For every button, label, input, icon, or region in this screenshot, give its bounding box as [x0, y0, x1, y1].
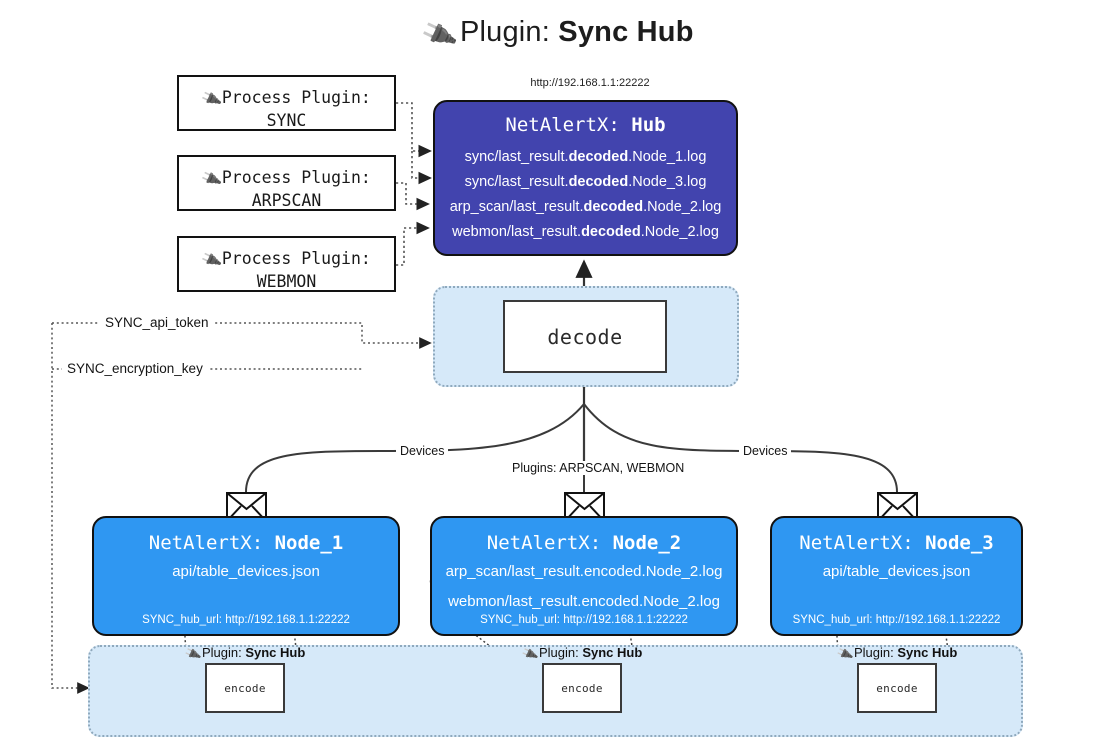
process-plugin-line1: 🔌Process Plugin:: [179, 247, 394, 272]
sync-api-token-label: SYNC_api_token: [100, 315, 214, 330]
encode-box-node-3[interactable]: encode: [857, 663, 937, 713]
edge-label-right-devices: Devices: [739, 444, 792, 458]
encoder-caption: 🔌Plugin: Sync Hub: [835, 644, 958, 664]
hub-node[interactable]: NetAlertX: Hub sync/last_result.decoded.…: [433, 100, 738, 256]
process-plugin-line2: WEBMON: [256, 272, 317, 292]
hub-title: NetAlertX: Hub: [505, 114, 666, 136]
process-plugin-line1: 🔌Process Plugin:: [179, 86, 394, 111]
encode-box-node-2[interactable]: encode: [542, 663, 622, 713]
node-title: NetAlertX: Node_2: [486, 532, 682, 554]
node-title: NetAlertX: Node_3: [799, 532, 994, 554]
node-footer: SYNC_hub_url: http://192.168.1.1:22222: [142, 614, 350, 626]
edge-label-center-plugins: Plugins: ARPSCAN, WEBMON: [508, 461, 689, 475]
plug-icon: 🔌: [419, 14, 460, 54]
process-plugin-line2: SYNC: [266, 111, 307, 131]
process-plugin-box-webmon[interactable]: 🔌Process Plugin: WEBMON: [177, 236, 396, 292]
hub-log-line: sync/last_result.decoded.Node_3.log: [464, 173, 707, 190]
plug-icon: 🔌: [199, 248, 224, 272]
edge-label-left-devices: Devices: [396, 444, 449, 458]
plug-icon: 🔌: [199, 87, 224, 111]
encoder-caption: 🔌Plugin: Sync Hub: [183, 644, 306, 664]
node-line: arp_scan/last_result.encoded.Node_2.log: [445, 563, 723, 580]
node-box-node-2[interactable]: NetAlertX: Node_2 arp_scan/last_result.e…: [430, 516, 738, 636]
encode-box-node-1[interactable]: encode: [205, 663, 285, 713]
node-title: NetAlertX: Node_1: [148, 532, 344, 554]
plug-icon: 🔌: [199, 167, 224, 191]
encoder-caption: 🔌Plugin: Sync Hub: [520, 644, 643, 664]
sync-encryption-key-label: SYNC_encryption_key: [62, 361, 208, 376]
title-name: Sync Hub: [558, 16, 694, 48]
hub-log-line: sync/last_result.decoded.Node_1.log: [464, 149, 707, 165]
hub-log-line: arp_scan/last_result.decoded.Node_2.log: [449, 198, 722, 215]
process-plugin-line2: ARPSCAN: [251, 191, 322, 211]
hub-url-label: http://192.168.1.1:22222: [530, 77, 650, 89]
decode-box[interactable]: decode: [503, 300, 667, 373]
node-footer: SYNC_hub_url: http://192.168.1.1:22222: [792, 614, 1001, 626]
process-plugin-line1: 🔌Process Plugin:: [179, 166, 394, 191]
node-line: api/table_devices.json: [172, 563, 320, 580]
page-title: 🔌Plugin: Sync Hub: [0, 14, 1117, 53]
process-plugin-box-arpscan[interactable]: 🔌Process Plugin: ARPSCAN: [177, 155, 396, 211]
title-prefix: Plugin:: [459, 16, 551, 48]
node-box-node-1[interactable]: NetAlertX: Node_1 api/table_devices.json…: [92, 516, 400, 636]
node-line: webmon/last_result.encoded.Node_2.log: [448, 593, 720, 610]
node-footer: SYNC_hub_url: http://192.168.1.1:22222: [480, 614, 688, 626]
node-box-node-3[interactable]: NetAlertX: Node_3 api/table_devices.json…: [770, 516, 1023, 636]
hub-log-line: webmon/last_result.decoded.Node_2.log: [452, 223, 719, 240]
node-line: api/table_devices.json: [822, 563, 971, 580]
process-plugin-box-sync[interactable]: 🔌Process Plugin: SYNC: [177, 75, 396, 131]
hub-log-list: sync/last_result.decoded.Node_1.log sync…: [435, 145, 736, 245]
